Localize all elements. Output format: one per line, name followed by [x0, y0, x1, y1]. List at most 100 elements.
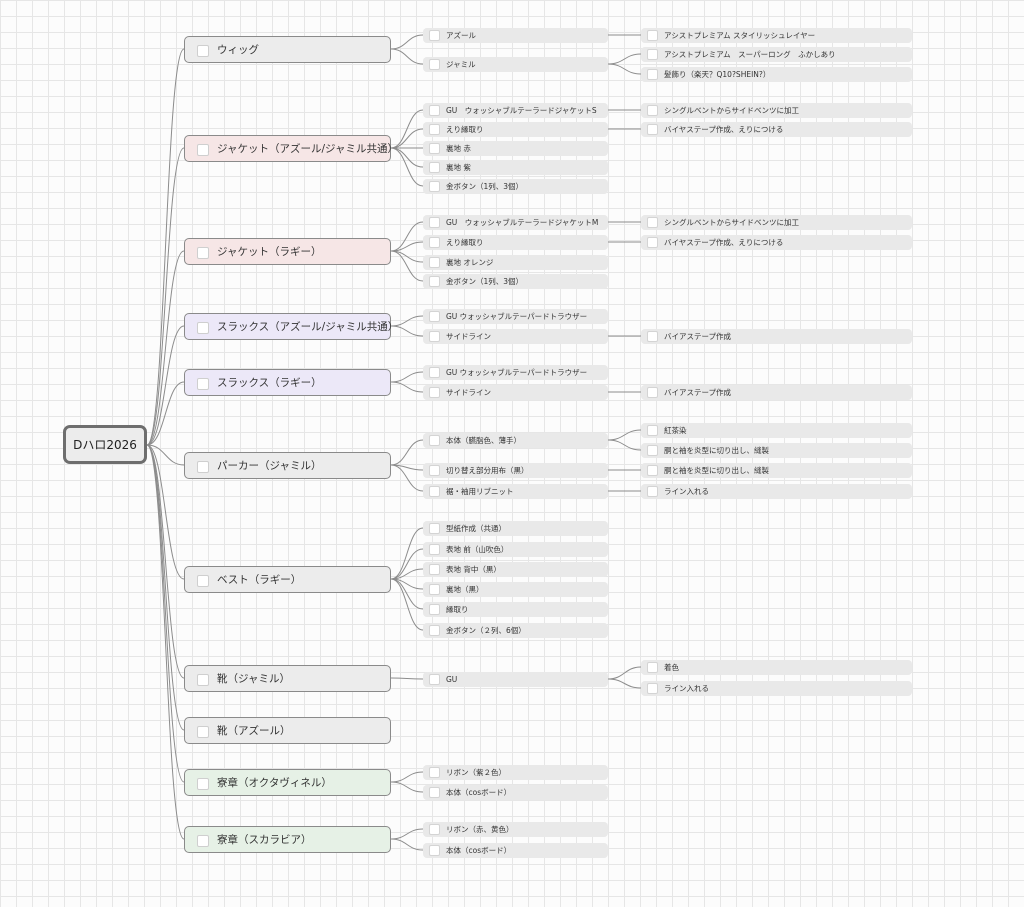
checkbox[interactable] [647, 661, 658, 673]
checkbox[interactable] [429, 58, 440, 70]
checkbox[interactable] [429, 434, 440, 446]
checkbox[interactable] [429, 123, 440, 135]
checkbox[interactable] [647, 29, 658, 41]
checkbox[interactable] [429, 844, 440, 856]
checkbox[interactable] [429, 624, 440, 636]
sub-node[interactable]: 裾・袖用リブニット [423, 483, 608, 499]
checkbox[interactable] [429, 310, 440, 322]
checkbox[interactable] [647, 464, 658, 476]
checkbox[interactable] [197, 377, 209, 390]
sub-node[interactable]: ジャミル [423, 56, 608, 72]
sub-node[interactable]: 型紙作成（共通） [423, 520, 608, 536]
branch-node[interactable]: スラックス（アズール/ジャミル共通） [184, 312, 398, 340]
checkbox[interactable] [647, 424, 658, 436]
checkbox[interactable] [647, 485, 658, 497]
checkbox[interactable] [647, 236, 658, 248]
checkbox[interactable] [429, 236, 440, 248]
detail-node[interactable]: シングルベントからサイドベンツに加工 [641, 102, 912, 118]
detail-node[interactable]: バイアステープ作成 [641, 328, 912, 344]
branch-node[interactable]: 寮章（オクタヴィネル） [184, 768, 391, 796]
detail-node[interactable]: 胴と袖を炎型に切り出し、縫製 [641, 442, 912, 458]
checkbox[interactable] [429, 603, 440, 615]
sub-node[interactable]: 裏地 紫 [423, 159, 608, 175]
detail-node[interactable]: アシストプレミアム スーパーロング ふかしあり [641, 46, 912, 62]
root-node[interactable]: Dハロ2026 [63, 425, 147, 464]
detail-node[interactable]: 胴と袖を炎型に切り出し、縫製 [641, 462, 912, 478]
branch-node[interactable]: パーカー（ジャミル） [184, 451, 391, 479]
sub-node[interactable]: GU ウォッシャブルテーパードトラウザー [423, 308, 608, 324]
branch-node[interactable]: 靴（アズール） [184, 716, 391, 744]
sub-node[interactable]: 金ボタン（1列、3個） [423, 178, 608, 194]
branch-node[interactable]: 寮章（スカラビア） [184, 825, 391, 853]
sub-node[interactable]: GU [423, 671, 608, 687]
sub-node[interactable]: GU ウォッシャブルテーラードジャケットS [423, 102, 608, 118]
checkbox[interactable] [429, 766, 440, 778]
sub-node[interactable]: リボン（紫２色） [423, 764, 608, 780]
branch-node[interactable]: 靴（ジャミル） [184, 664, 391, 692]
sub-node[interactable]: GU ウォッシャブルテーラードジャケットM [423, 214, 608, 230]
checkbox[interactable] [429, 104, 440, 116]
checkbox[interactable] [429, 543, 440, 555]
detail-node[interactable]: バイアステープ作成 [641, 384, 912, 400]
detail-node[interactable]: バイヤステープ作成、えりにつける [641, 234, 912, 250]
sub-node[interactable]: 金ボタン（1列、3個） [423, 273, 608, 289]
checkbox[interactable] [429, 386, 440, 398]
checkbox[interactable] [429, 275, 440, 287]
sub-node[interactable]: 裏地 オレンジ [423, 254, 608, 270]
checkbox[interactable] [197, 460, 209, 473]
checkbox[interactable] [429, 256, 440, 268]
checkbox[interactable] [197, 44, 209, 57]
checkbox[interactable] [429, 161, 440, 173]
detail-node[interactable]: 紅茶染 [641, 422, 912, 438]
sub-node[interactable]: 本体（cosボード） [423, 842, 608, 858]
sub-node[interactable]: 本体（臙脂色、薄手） [423, 432, 608, 448]
checkbox[interactable] [647, 330, 658, 342]
checkbox[interactable] [647, 444, 658, 456]
checkbox[interactable] [647, 48, 658, 60]
sub-node[interactable]: えり縁取り [423, 121, 608, 137]
checkbox[interactable] [647, 123, 658, 135]
checkbox[interactable] [429, 180, 440, 192]
branch-node[interactable]: ジャケット（アズール/ジャミル共通） [184, 134, 398, 162]
checkbox[interactable] [647, 68, 658, 80]
checkbox[interactable] [429, 29, 440, 41]
checkbox[interactable] [429, 366, 440, 378]
checkbox[interactable] [197, 673, 209, 686]
detail-node[interactable]: ライン入れる [641, 680, 912, 696]
checkbox[interactable] [647, 386, 658, 398]
branch-node[interactable]: ウィッグ [184, 35, 391, 63]
checkbox[interactable] [429, 673, 440, 685]
checkbox[interactable] [197, 246, 209, 259]
detail-node[interactable]: シングルベントからサイドベンツに加工 [641, 214, 912, 230]
sub-node[interactable]: 表地 背中（黒） [423, 561, 608, 577]
sub-node[interactable]: アズール [423, 27, 608, 43]
checkbox[interactable] [647, 104, 658, 116]
sub-node[interactable]: リボン（赤、黄色） [423, 821, 608, 837]
checkbox[interactable] [429, 216, 440, 228]
checkbox[interactable] [429, 142, 440, 154]
checkbox[interactable] [197, 725, 209, 738]
sub-node[interactable]: 裏地（黒） [423, 581, 608, 597]
sub-node[interactable]: 縁取り [423, 601, 608, 617]
checkbox[interactable] [429, 823, 440, 835]
branch-node[interactable]: スラックス（ラギー） [184, 368, 391, 396]
sub-node[interactable]: えり縁取り [423, 234, 608, 250]
checkbox[interactable] [197, 321, 209, 334]
branch-node[interactable]: ジャケット（ラギー） [184, 237, 391, 265]
detail-node[interactable]: 髪飾り（楽天？Q10?SHEIN?） [641, 66, 912, 82]
sub-node[interactable]: 表地 前（山吹色） [423, 541, 608, 557]
detail-node[interactable]: 着色 [641, 659, 912, 675]
checkbox[interactable] [197, 834, 209, 847]
checkbox[interactable] [429, 563, 440, 575]
checkbox[interactable] [429, 464, 440, 476]
sub-node[interactable]: GU ウォッシャブルテーパードトラウザー [423, 364, 608, 380]
checkbox[interactable] [647, 682, 658, 694]
detail-node[interactable]: ライン入れる [641, 483, 912, 499]
checkbox[interactable] [197, 574, 209, 587]
checkbox[interactable] [429, 583, 440, 595]
sub-node[interactable]: 切り替え部分用布（黒） [423, 462, 608, 478]
checkbox[interactable] [197, 777, 209, 790]
checkbox[interactable] [197, 143, 209, 156]
detail-node[interactable]: バイヤステープ作成、えりにつける [641, 121, 912, 137]
sub-node[interactable]: 裏地 赤 [423, 140, 608, 156]
